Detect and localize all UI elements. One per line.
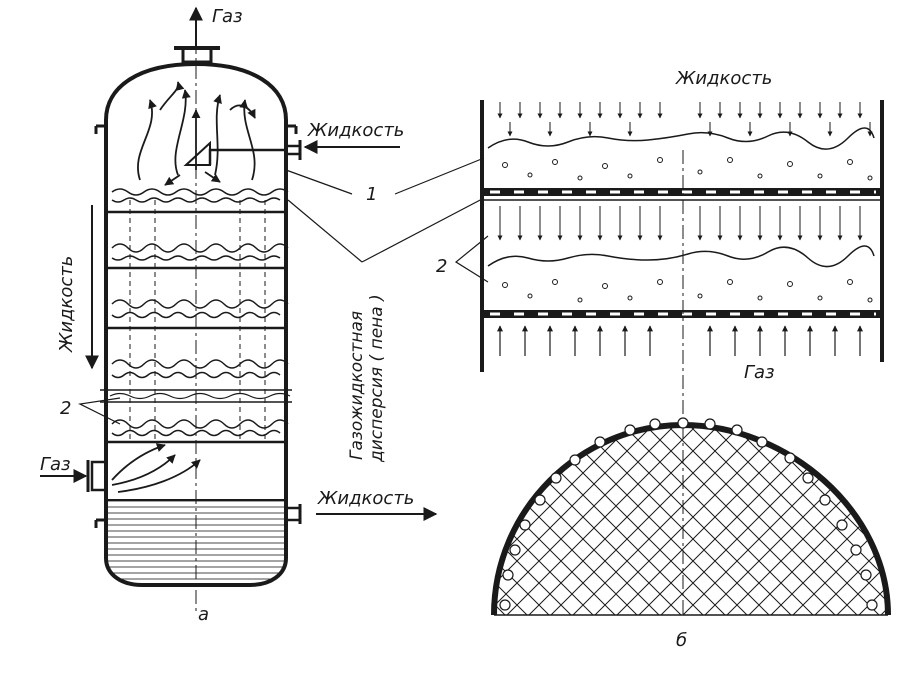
label-2-right: 2 bbox=[436, 256, 447, 277]
top-gas-nozzle bbox=[181, 46, 213, 64]
gas-flow-arrows-top bbox=[137, 81, 256, 186]
liquid-outlet-nozzle bbox=[284, 504, 302, 524]
mesh-plate-bolts bbox=[499, 417, 878, 611]
caption-a: а bbox=[198, 604, 209, 625]
label-liquid-right-top: Жидкость bbox=[675, 68, 772, 89]
label-liquid-side: Жидкость bbox=[56, 256, 77, 353]
label-gas-inlet: Газ bbox=[40, 454, 71, 475]
pointer-2-right bbox=[454, 235, 489, 283]
label-foam-line1: Газожидкостная bbox=[347, 311, 367, 460]
label-2-left: 2 bbox=[60, 398, 71, 419]
label-gas-top: Газ bbox=[212, 6, 243, 27]
pointer-2-left bbox=[78, 397, 121, 425]
pointer-foam bbox=[287, 197, 485, 263]
foam-bubbles bbox=[502, 157, 873, 303]
label-liquid-outlet: Жидкость bbox=[317, 488, 414, 509]
label-foam-line2: дисперсия ( пена ) bbox=[367, 294, 387, 463]
label-gas-right: Газ bbox=[744, 362, 775, 383]
liquid-distributor bbox=[183, 140, 302, 166]
label-liquid-inlet: Жидкость bbox=[307, 120, 404, 141]
caption-b: б bbox=[676, 630, 687, 651]
column-bottom-liquid bbox=[106, 499, 286, 585]
pointer-1 bbox=[285, 157, 485, 195]
tray-detail bbox=[480, 100, 884, 615]
label-1: 1 bbox=[366, 184, 377, 205]
mesh-plate-detail bbox=[491, 417, 891, 616]
column-trays bbox=[106, 188, 289, 444]
gas-inlet-nozzle bbox=[86, 443, 201, 493]
